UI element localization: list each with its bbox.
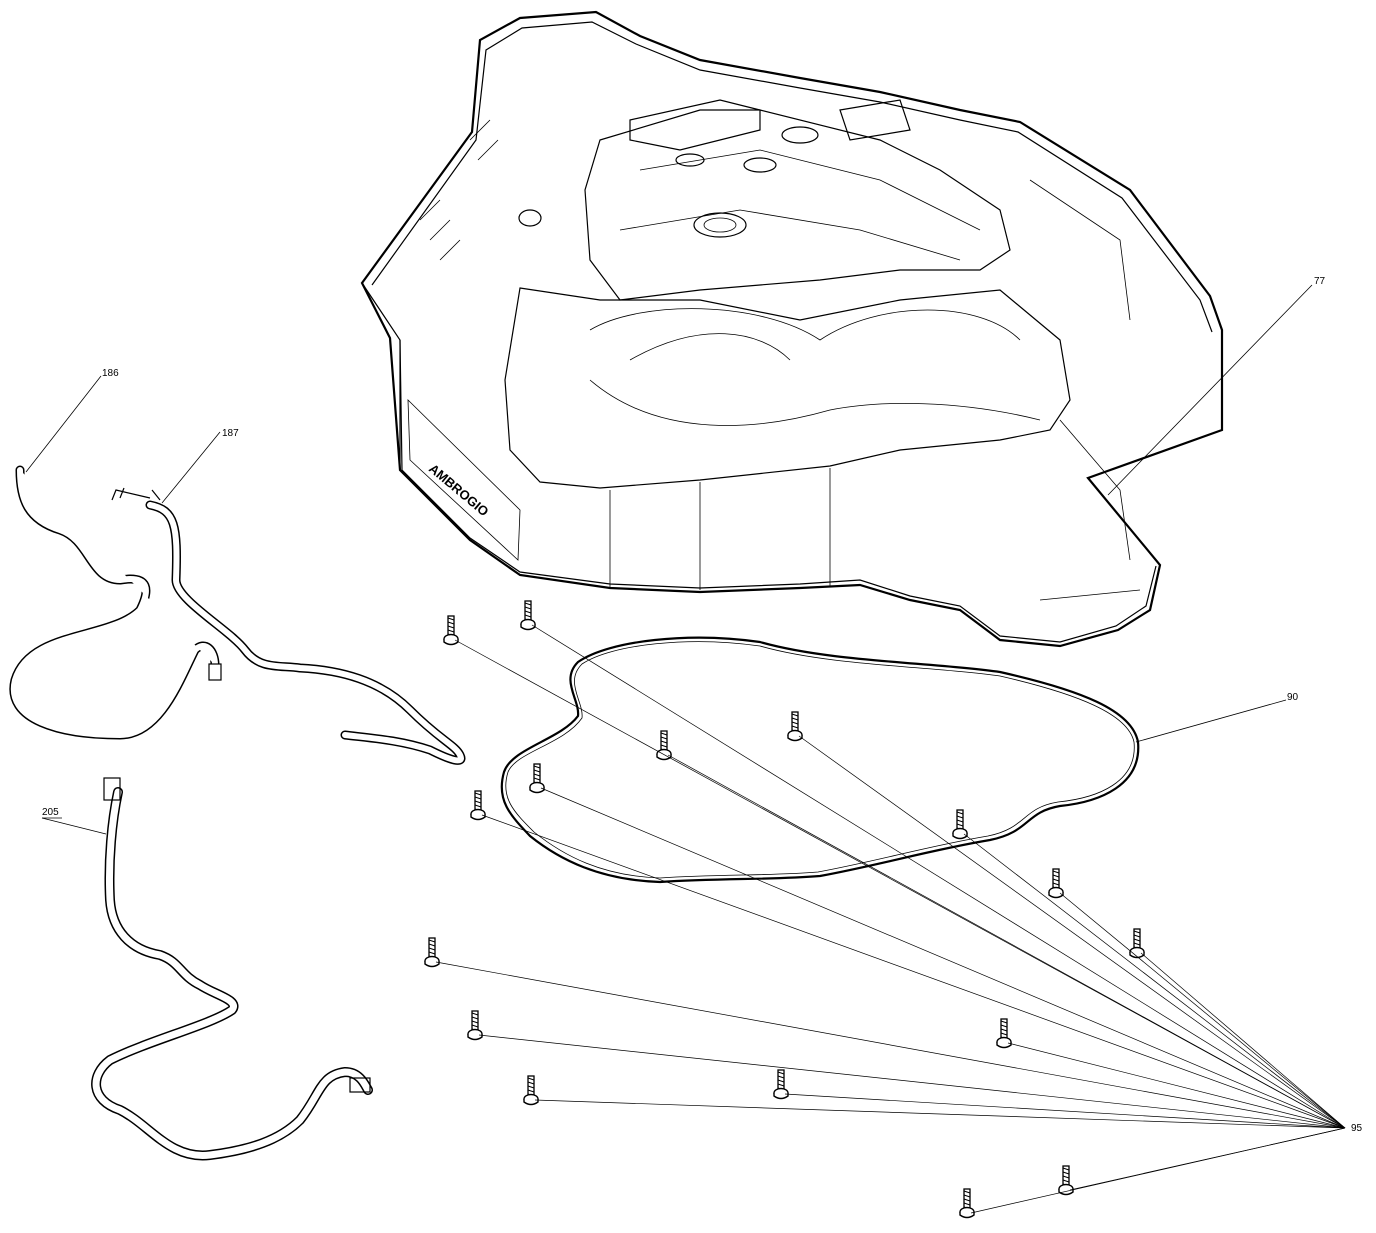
leader-95-line	[963, 833, 1346, 1129]
screw	[424, 937, 440, 968]
leader-187	[161, 431, 221, 504]
screw	[952, 809, 968, 840]
leader-95-line	[1059, 892, 1346, 1129]
screw	[996, 1018, 1012, 1049]
housing-part-77: AMBROGIO	[360, 10, 1224, 648]
leader-95-line	[481, 814, 1346, 1129]
leader-205	[41, 817, 107, 835]
screw	[523, 1075, 539, 1106]
callout-95: 95	[1351, 1123, 1363, 1134]
leader-90	[1135, 699, 1287, 743]
screw	[467, 1010, 483, 1041]
housing-brand-text: AMBROGIO	[426, 461, 492, 519]
leader-95-line	[1140, 952, 1346, 1129]
screw	[1048, 868, 1064, 899]
callout-77: 77	[1314, 276, 1326, 287]
leaders-95	[435, 624, 1346, 1214]
screw	[773, 1069, 789, 1100]
callout-187: 187	[222, 428, 239, 439]
screw	[443, 615, 459, 646]
leader-95-line	[1007, 1042, 1346, 1129]
screws-part-95	[424, 600, 1145, 1219]
leader-95-line	[478, 1034, 1346, 1129]
cable-part-205	[91, 777, 373, 1161]
leader-95-line	[667, 754, 1346, 1129]
leader-77	[1107, 284, 1313, 496]
screw	[959, 1188, 975, 1219]
callout-186: 186	[102, 368, 119, 379]
leader-95-line	[784, 1093, 1346, 1129]
cable-part-186	[9, 465, 222, 740]
callout-90: 90	[1287, 692, 1299, 703]
leader-186	[25, 375, 102, 473]
leader-95-line	[970, 1127, 1346, 1214]
screw	[656, 730, 672, 761]
screw	[520, 600, 536, 631]
screw	[470, 790, 486, 821]
leader-95-line	[798, 735, 1346, 1129]
gasket-part-90	[500, 636, 1140, 884]
screw	[1129, 928, 1145, 959]
leader-95-line	[435, 961, 1346, 1129]
callout-205: 205	[42, 807, 59, 818]
leader-95-line	[534, 1099, 1346, 1129]
screw	[529, 763, 545, 794]
leader-95-line	[540, 787, 1346, 1129]
cable-part-187	[111, 487, 466, 765]
leader-95-line	[531, 624, 1346, 1129]
